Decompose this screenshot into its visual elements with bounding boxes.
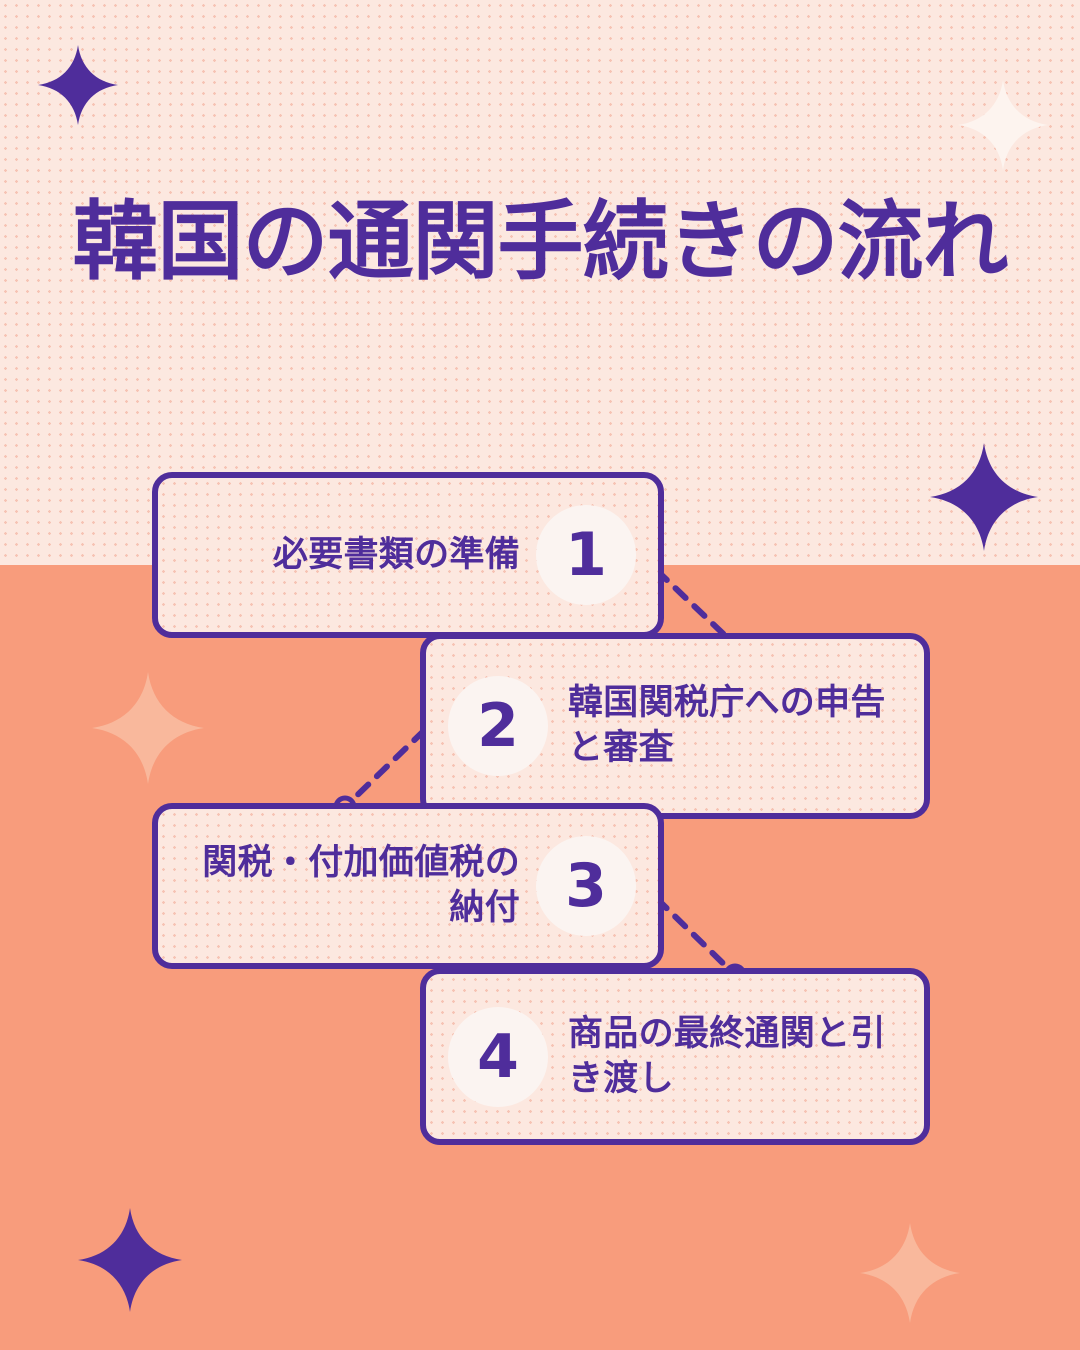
sparkle-bottom-right-icon — [860, 1223, 960, 1323]
step-label-3: 関税・付加価値税の納付 — [202, 843, 520, 928]
step-label-1: 必要書類の準備 — [272, 534, 520, 575]
page-title: 韓国の通関手続きの流れ — [72, 192, 1009, 292]
step-card-4[interactable]: 4 商品の最終通関と引き渡し — [420, 968, 930, 1145]
step-number-4: 4 — [448, 1006, 548, 1107]
sparkle-bottom-left-icon — [78, 1208, 182, 1312]
sparkle-mid-left-icon — [92, 672, 204, 784]
sparkle-top-left-icon — [38, 45, 118, 125]
step-number-3: 3 — [536, 836, 636, 936]
sparkle-mid-right-icon — [930, 443, 1038, 551]
step-number-2: 2 — [448, 676, 548, 776]
step-number-1: 1 — [536, 505, 636, 605]
step-card-1[interactable]: 必要書類の準備 1 — [152, 472, 664, 638]
step-card-2[interactable]: 2 韓国関税庁への申告と審査 — [420, 633, 930, 819]
step-label-4: 商品の最終通関と引き渡し — [568, 1013, 886, 1099]
sparkle-top-right-icon — [958, 80, 1048, 170]
step-label-2: 韓国関税庁への申告と審査 — [568, 683, 886, 768]
background-band-top — [0, 0, 1080, 565]
step-card-3[interactable]: 関税・付加価値税の納付 3 — [152, 803, 664, 969]
